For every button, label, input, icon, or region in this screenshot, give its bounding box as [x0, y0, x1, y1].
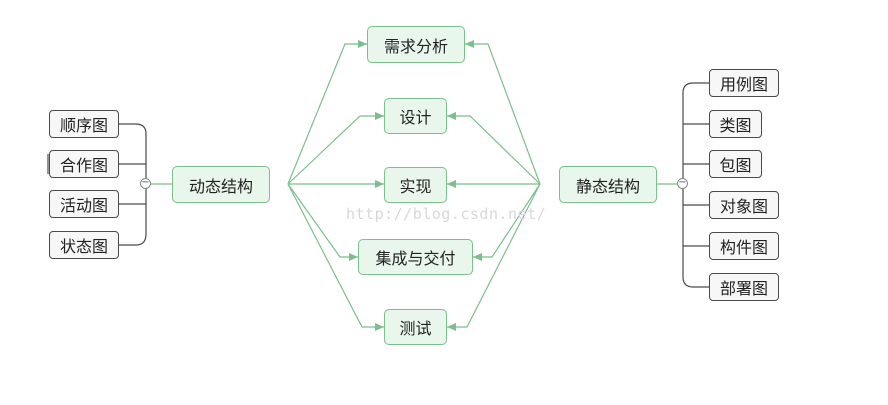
node-usecase-diagram[interactable]: 用例图: [709, 69, 779, 97]
node-class-diagram[interactable]: 类图: [709, 110, 762, 138]
dynamic-links: [287, 40, 384, 331]
watermark-text: http://blog.csdn.net/: [346, 205, 547, 223]
node-package-diagram[interactable]: 包图: [709, 150, 762, 178]
node-deployment-diagram[interactable]: 部署图: [709, 273, 779, 301]
link-static-design: [447, 112, 541, 185]
link-dynamic-integration: [287, 183, 358, 261]
link-dynamic-design: [287, 112, 384, 185]
node-activity-diagram[interactable]: 活动图: [49, 190, 119, 218]
link-dynamic-testing: [287, 183, 384, 331]
node-static-structure[interactable]: 静态结构: [559, 166, 657, 203]
node-sequence-diagram[interactable]: 顺序图: [49, 110, 119, 138]
link-static-integration: [473, 183, 541, 261]
dynamic-bracket: [47, 123, 147, 246]
node-collaboration-diagram[interactable]: 合作图: [49, 150, 119, 178]
node-object-diagram[interactable]: 对象图: [709, 191, 779, 219]
dynamic-collapse-toggle[interactable]: −: [140, 177, 151, 189]
node-design[interactable]: 设计: [384, 98, 447, 134]
static-links: [447, 40, 541, 331]
node-component-diagram[interactable]: 构件图: [709, 232, 779, 260]
static-collapse-toggle[interactable]: −: [677, 177, 688, 189]
node-dynamic-structure[interactable]: 动态结构: [172, 166, 270, 203]
node-implementation[interactable]: 实现: [384, 167, 447, 203]
link-dynamic-analysis: [287, 40, 367, 185]
link-static-testing: [447, 183, 541, 331]
node-analysis[interactable]: 需求分析: [367, 26, 465, 63]
link-static-analysis: [465, 40, 541, 185]
node-integration[interactable]: 集成与交付: [358, 239, 473, 275]
node-state-diagram[interactable]: 状态图: [49, 231, 119, 259]
node-testing[interactable]: 测试: [384, 309, 447, 345]
